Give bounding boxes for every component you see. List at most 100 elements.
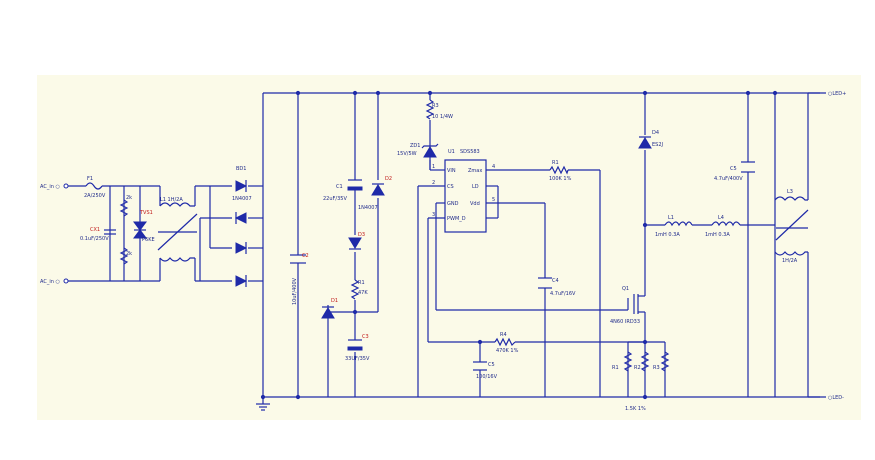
u1-pin-ld: LD	[472, 184, 479, 190]
l-out2-value: 1mH 0.3A	[705, 232, 730, 238]
capacitor-c4	[538, 277, 552, 289]
u1-pin-zmax: Zmax	[468, 168, 482, 174]
r-top-value: 10 1/4W	[432, 114, 453, 120]
resistor-sense-1	[623, 351, 633, 372]
r-sense-3-designator: R3	[653, 365, 660, 371]
r-mid-value: 47K	[358, 290, 368, 296]
capacitor-cx1	[104, 229, 116, 235]
ac-in-top-label: AC_in ○	[40, 184, 60, 190]
d4-value: ES2J	[652, 142, 663, 148]
pin-number-4: 4	[492, 164, 495, 170]
schematic-sheet	[37, 75, 861, 420]
r-sense-1-designator: R1	[612, 365, 619, 371]
zener-zd1	[421, 143, 439, 158]
c1-designator: C1	[336, 184, 343, 190]
tvs-designator: TVS1	[139, 210, 153, 216]
bd1-value: 1N4007	[232, 196, 252, 202]
zd1-designator: ZD1	[410, 143, 420, 149]
capacitor-output	[741, 161, 755, 173]
r-sense-value: 1.5K 1%	[625, 406, 646, 412]
q1-value: 4N60 IRD33	[610, 319, 640, 325]
f1-value: 2A/250V	[84, 193, 106, 199]
u1-designator: U1	[448, 149, 455, 155]
cx1-designator: CX1	[90, 227, 100, 233]
bulk-capacitor	[290, 254, 306, 264]
bulk-cap-designator: C2	[302, 253, 309, 259]
ac-in-bottom-label: AC_in ○	[40, 279, 60, 285]
l-out1-value: 1mH 0.3A	[655, 232, 680, 238]
u1-part-number: SDS583	[460, 149, 480, 155]
u1-pin-cs: CS	[447, 184, 454, 190]
r4-designator: R4	[500, 332, 507, 338]
diode-d3	[348, 237, 362, 250]
bridge-rectifier	[234, 180, 248, 287]
r-sense-2-designator: R2	[634, 365, 641, 371]
bd1-designator: BD1	[236, 166, 246, 172]
c1-value: 22uF/35V	[323, 196, 347, 202]
component-labels: AC_in ○ AC_in ○ ○LED+ ○LED- F1 2A/250V 2…	[40, 91, 846, 412]
u1-pin-gnd: GND	[447, 201, 459, 207]
r-top-designator: R3	[432, 103, 439, 109]
c-out-value: 4.7uF/400V	[714, 176, 743, 182]
capacitor-c1	[347, 179, 363, 191]
l1-input-label: L1 1H/2A	[160, 197, 183, 203]
r-zmax-designator: R1	[552, 160, 559, 166]
ac-in-bottom-terminal	[63, 278, 69, 284]
resistor-symbol	[119, 199, 129, 217]
diode-d2	[371, 183, 385, 196]
l-out2-designator: L4	[718, 215, 724, 221]
u1-ic-body	[444, 159, 487, 233]
junctions	[260, 90, 778, 400]
bulk-cap-value: 10uF/400V	[292, 277, 298, 305]
common-mode-choke	[157, 202, 198, 262]
q1-designator: Q1	[622, 286, 629, 292]
r4-value: 470K 1%	[496, 348, 519, 354]
l3-designator: L3	[787, 189, 793, 195]
tvs-diode	[133, 221, 147, 239]
led-minus-label: ○LED-	[828, 395, 844, 401]
diode-d1	[321, 306, 335, 319]
d3-designator: D3	[358, 232, 365, 238]
u1-pin-vin: VIN	[447, 168, 456, 174]
f1-designator: F1	[87, 176, 93, 182]
diode-d4	[638, 136, 652, 149]
d1-designator: D1	[331, 298, 338, 304]
d2-designator: D2	[385, 176, 392, 182]
inductor-l4	[711, 221, 741, 227]
ground-icon	[256, 403, 270, 411]
resistor-r4	[494, 337, 516, 347]
mosfet-q1	[627, 290, 646, 318]
d2-value: 1N4007	[358, 205, 378, 211]
l-out1-designator: L1	[668, 215, 674, 221]
c4-designator: C4	[552, 278, 559, 284]
resistor-sense-2	[640, 351, 650, 372]
c5-value: 100/16V	[476, 374, 498, 380]
pin-number-3: 3	[432, 212, 435, 218]
r-mid-designator: R1	[358, 280, 365, 286]
l3-value: 1H/2A	[782, 258, 798, 264]
pin-number-1: 1	[432, 164, 435, 170]
fuse-symbol	[85, 182, 103, 190]
c-out-designator: C5	[730, 166, 737, 172]
cx1-value: 0.1uF/250V	[80, 236, 109, 242]
c5-designator: C5	[488, 362, 495, 368]
capacitor-c5	[473, 361, 487, 371]
pin-number-2: 2	[432, 180, 435, 186]
rv1-label: 2k	[126, 195, 132, 201]
r-zmax-value: 100K 1%	[549, 176, 572, 182]
capacitor-c3	[347, 339, 363, 351]
c3-value: 33UF/35V	[345, 356, 370, 362]
rv2-label: 2k	[126, 251, 132, 257]
c4-value: 4.7uF/16V	[550, 291, 576, 297]
inductor-l1	[664, 221, 693, 227]
pin-number-5: 5	[492, 197, 495, 203]
ac-in-top-terminal	[63, 183, 69, 189]
resistor-symbol	[119, 247, 129, 265]
led-plus-label: ○LED+	[828, 91, 846, 97]
resistor-zmax	[549, 165, 569, 175]
zd1-value: 15V/5W	[397, 151, 417, 157]
resistor-sense-3	[660, 351, 670, 372]
tvs-value: P6KE	[142, 237, 155, 243]
